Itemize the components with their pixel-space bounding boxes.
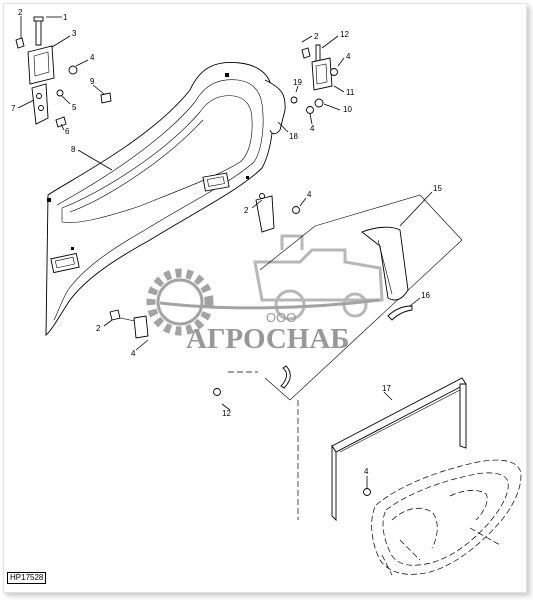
callout-2-right: 2 — [314, 32, 319, 41]
callout-10: 10 — [343, 105, 352, 114]
callout-4-mid: 4 — [307, 190, 312, 199]
callout-12-lower: 12 — [222, 409, 231, 418]
mid-bracket — [109, 193, 300, 339]
cab-outline — [371, 459, 522, 576]
side-panel — [45, 61, 286, 336]
callout-4-lower: 4 — [131, 349, 136, 358]
hinge-assembly-left — [15, 16, 112, 128]
callout-9: 9 — [90, 77, 95, 86]
washer-5 — [56, 89, 64, 97]
hinge-plate-7 — [31, 83, 49, 125]
callout-18: 18 — [289, 132, 298, 141]
lower-panel — [331, 377, 467, 522]
callout-2-lower: 2 — [96, 324, 101, 333]
watermark-line2: АГРОСНАБ — [186, 323, 349, 355]
inset-detail — [213, 194, 463, 520]
bolt-6 — [55, 116, 67, 128]
callout-4-right: 4 — [346, 52, 351, 61]
hinge-assembly-right — [290, 44, 338, 114]
bolt-1 — [35, 19, 42, 46]
clip-9 — [100, 92, 112, 104]
callout-2-left: 2 — [18, 8, 23, 17]
hinge-bracket-3 — [27, 45, 55, 85]
callout-19: 19 — [293, 78, 302, 87]
callout-8: 8 — [71, 145, 76, 154]
leader-lines — [17, 16, 433, 488]
callout-4-bottom: 4 — [364, 467, 369, 476]
callout-17: 17 — [382, 384, 391, 393]
nut-4 — [68, 65, 78, 75]
callout-15: 15 — [433, 184, 442, 193]
callout-labels: 1 2 3 4 4 5 6 7 8 9 2 12 4 11 19 10 4 18… — [11, 8, 442, 476]
callout-4-left: 4 — [90, 53, 95, 62]
watermark: ООО АГРОСНАБ — [146, 234, 384, 355]
figure-id-label: HP17528 — [7, 572, 47, 584]
watermark-line1: ООО — [266, 310, 296, 325]
washer-19 — [290, 96, 298, 104]
callout-4-lower-right: 4 — [310, 124, 315, 133]
lower-panel-top — [331, 377, 467, 453]
nut-10 — [314, 98, 324, 108]
panel-latch-lower — [50, 252, 80, 274]
clip-16 — [387, 305, 413, 321]
watermark-combine-icon — [253, 234, 384, 321]
callout-5: 5 — [72, 103, 77, 112]
callout-2-mid: 2 — [244, 206, 249, 215]
watermark-gear-icon — [146, 268, 214, 336]
callout-16: 16 — [421, 291, 430, 300]
panel-latch-upper — [202, 172, 230, 192]
callout-12-top: 12 — [340, 30, 349, 39]
callout-7: 7 — [11, 104, 16, 113]
callout-3: 3 — [72, 29, 77, 38]
callout-11: 11 — [346, 88, 355, 97]
hinge-bracket-11 — [311, 57, 333, 91]
trim-piece-15 — [361, 226, 409, 301]
callout-1: 1 — [63, 13, 68, 22]
callout-6: 6 — [65, 127, 70, 136]
